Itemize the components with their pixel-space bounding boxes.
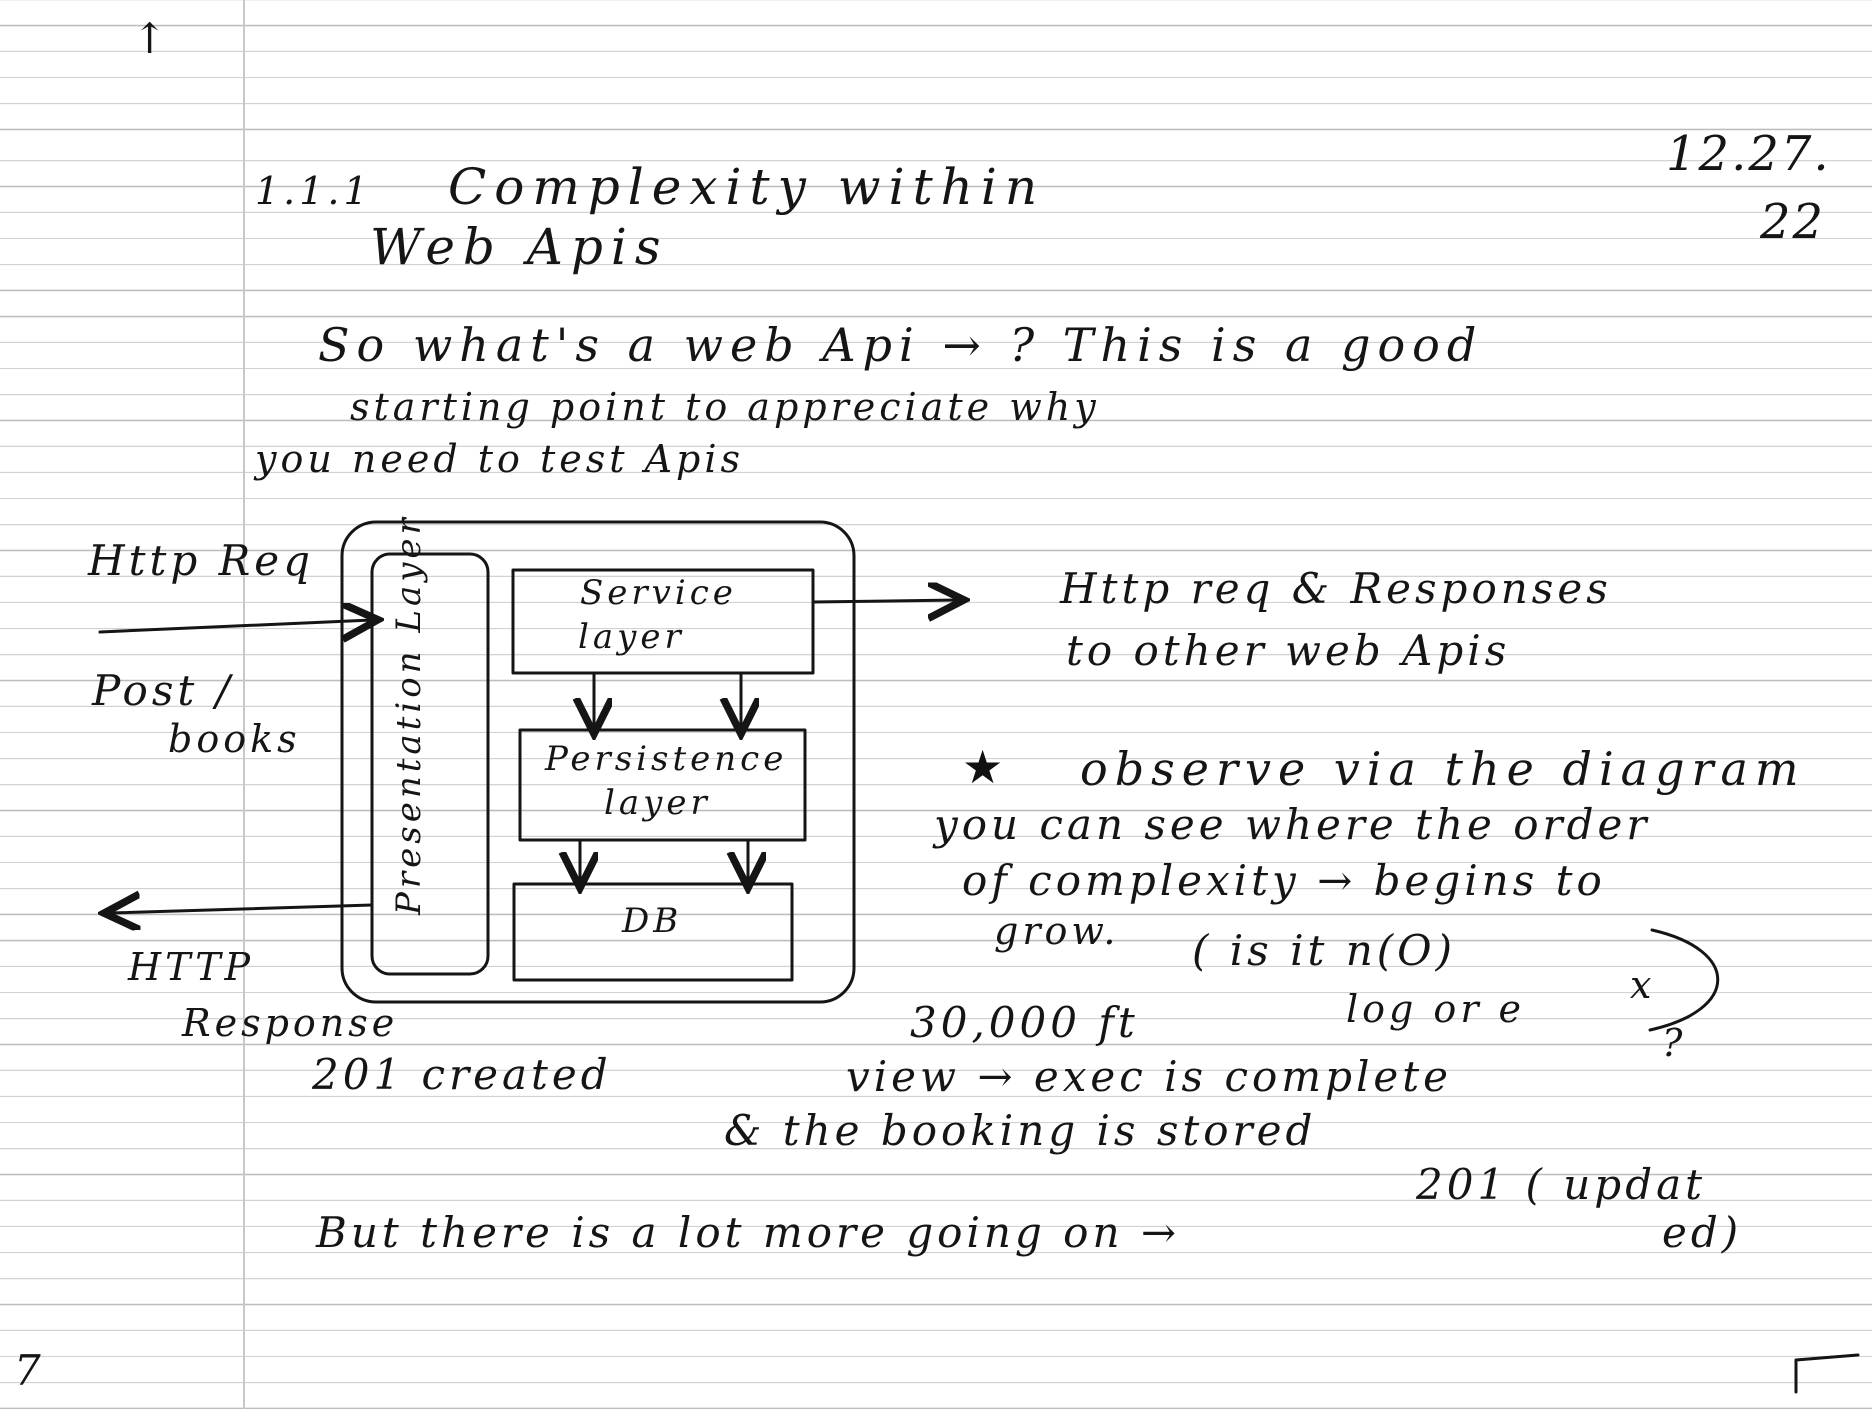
external-arrow — [811, 600, 958, 602]
outer-container-box — [340, 520, 856, 1004]
booking-line: & the booking is stored — [724, 1106, 1317, 1155]
page-title-line2: Web Apis — [370, 218, 669, 276]
db-box — [512, 882, 794, 982]
persistence-layer-label-line2: layer — [604, 783, 711, 823]
observation-line2: you can see where the order — [934, 800, 1651, 849]
top-left-mark: ↑ — [132, 14, 172, 63]
request-path-line2: books — [168, 717, 301, 761]
persistence-layer-label-line1: Persistence — [545, 739, 788, 779]
request-label: Http Req — [88, 536, 314, 585]
request-path-line1: Post / — [92, 666, 234, 715]
external-label-line2: to other web Apis — [1066, 626, 1511, 675]
closing-line: But there is a lot more going on → — [316, 1208, 1181, 1257]
observation-line4: grow. — [994, 909, 1120, 953]
intro-line1: So what's a web Api → ? This is a good — [318, 318, 1484, 372]
page-title-line1: Complexity within — [448, 158, 1046, 216]
altitude-note: 30,000 ft — [910, 998, 1139, 1047]
date-line2: 22 — [1760, 194, 1826, 250]
intro-line2: starting point to appreciate why — [350, 385, 1100, 429]
intro-line3: you need to test Apis — [255, 437, 745, 481]
view-line: view → exec is complete — [846, 1052, 1453, 1101]
service-layer-label-line1: Service — [580, 573, 737, 613]
response-arrow — [110, 905, 374, 913]
persistence-layer-box — [518, 728, 807, 842]
bottom-left-mark: 7 — [14, 1346, 45, 1395]
complexity-line1: ( is it n(O) — [1192, 926, 1456, 975]
presentation-layer-box — [370, 552, 490, 976]
star-icon: ★ — [962, 740, 1004, 794]
service-layer-label-line2: layer — [578, 617, 685, 657]
complexity-bracket — [1648, 928, 1720, 1032]
corner-mark-icon — [1794, 1353, 1860, 1394]
observation-line3: of complexity → begins to — [962, 856, 1606, 905]
service-layer-box — [511, 568, 815, 675]
date-line1: 12.27. — [1666, 126, 1831, 182]
complexity-superscript: x — [1630, 963, 1656, 1007]
response-label-line1: HTTP — [128, 945, 255, 989]
updated-line1: 201 ( updat — [1416, 1160, 1706, 1209]
created-note: 201 created — [312, 1050, 612, 1099]
complexity-question: ? — [1662, 1021, 1687, 1065]
db-label: DB — [622, 901, 683, 941]
response-label-line2: Response — [182, 1001, 399, 1045]
external-label-line1: Http req & Responses — [1060, 564, 1612, 613]
request-arrow — [98, 620, 372, 632]
margin-line — [243, 0, 245, 1409]
updated-line2: ed) — [1662, 1208, 1743, 1257]
presentation-layer-label: Presentation Layer — [389, 514, 429, 915]
observation-line1: observe via the diagram — [1080, 742, 1806, 796]
section-number: 1.1.1 — [255, 169, 372, 213]
complexity-line2: log or e — [1346, 987, 1526, 1031]
